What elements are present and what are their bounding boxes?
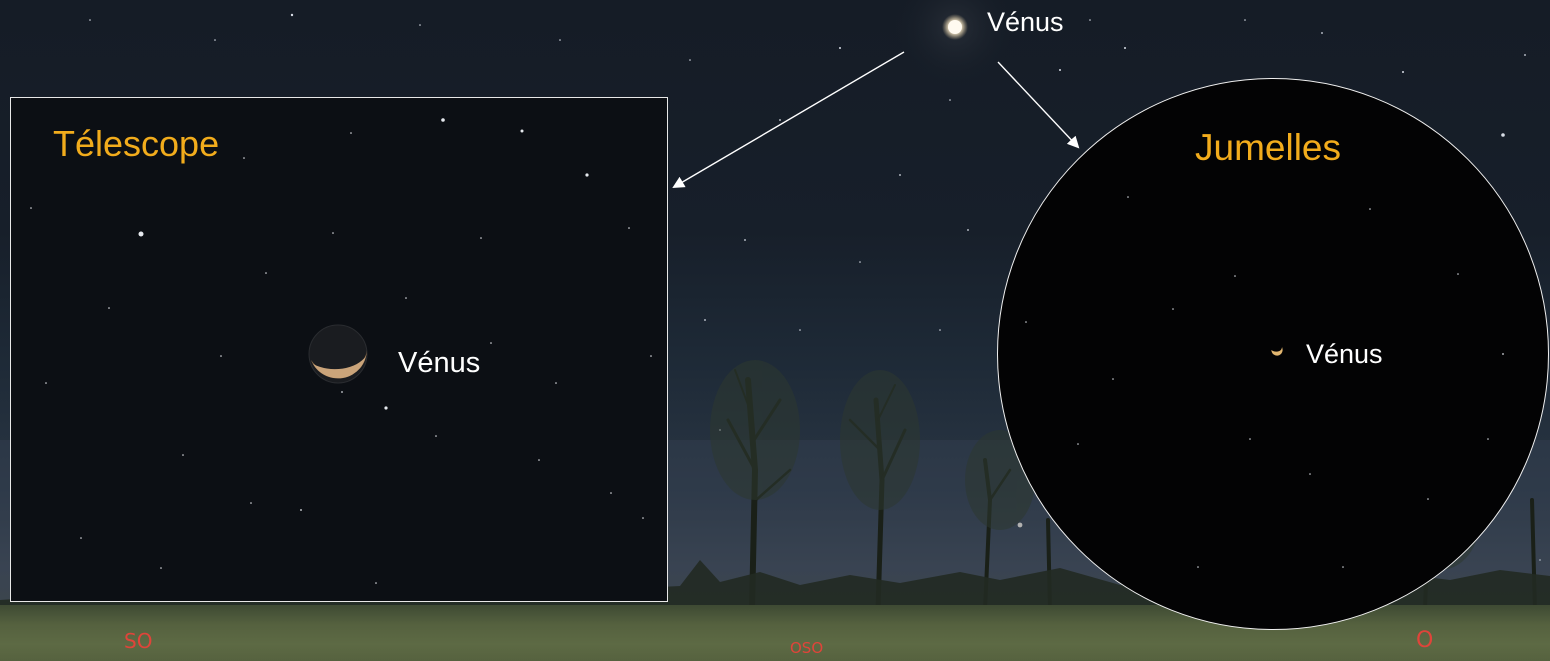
telescope-stars: [30, 118, 652, 584]
compass-west-label: O: [1416, 628, 1434, 653]
binocular-title: Jumelles: [1195, 127, 1341, 168]
binocular-view-panel: Jumelles Vénus: [997, 78, 1549, 630]
venus-sky-core: [948, 20, 962, 34]
venus-telescope-crescent: [308, 324, 368, 384]
binocular-stars: [1025, 196, 1504, 568]
telescope-starfield: [30, 118, 652, 584]
compass-southwest-label: SO: [124, 629, 153, 653]
binocular-starfield: [1025, 196, 1504, 568]
binocular-venus-label: Vénus: [1306, 339, 1383, 369]
telescope-venus-label: Vénus: [398, 347, 481, 379]
venus-sky-label: Vénus: [987, 7, 1064, 37]
telescope-view-panel: Télescope Vénus: [10, 97, 668, 602]
compass-west-southwest-label: OSO: [790, 639, 824, 657]
venus-binocular-crescent: [1271, 347, 1283, 356]
telescope-title: Télescope: [53, 123, 220, 164]
venus-halo: [895, 0, 1015, 87]
